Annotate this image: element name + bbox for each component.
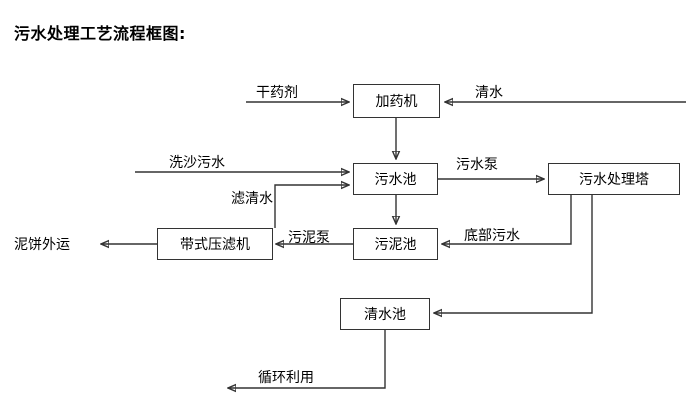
edge-label-sludge-pump: 污泥泵 — [288, 230, 330, 246]
node-label: 污水处理塔 — [579, 172, 649, 188]
node-label: 带式压滤机 — [180, 237, 250, 253]
node-label: 清水池 — [364, 307, 406, 323]
node-label: 污泥池 — [374, 237, 417, 253]
node-label: 污水池 — [374, 172, 417, 188]
edge-label-dry-chemical: 干药剂 — [256, 85, 298, 101]
edge-label-sewage-pump: 污水泵 — [456, 157, 498, 173]
edge-label-recycle-reuse: 循环利用 — [258, 370, 314, 386]
node-dosing-machine[interactable]: 加药机 — [353, 84, 440, 118]
page-title: 污水处理工艺流程框图: — [14, 24, 186, 43]
edge-label-bottom-wastewater: 底部污水 — [464, 228, 520, 244]
node-belt-filter-press[interactable]: 带式压滤机 — [157, 228, 273, 260]
node-wastewater-pool[interactable]: 污水池 — [353, 163, 438, 195]
edge-label-filtered-clear-water: 滤清水 — [231, 191, 273, 207]
node-label: 加药机 — [375, 94, 418, 110]
edge-label-clean-water: 清水 — [475, 85, 503, 101]
node-treatment-tower[interactable]: 污水处理塔 — [548, 163, 680, 195]
terminal-label-mud-cake-out: 泥饼外运 — [14, 237, 70, 253]
node-clear-water-pool[interactable]: 清水池 — [340, 298, 430, 330]
edge-label-sand-washing-wastewater: 洗沙污水 — [169, 155, 225, 171]
node-sludge-pool[interactable]: 污泥池 — [353, 228, 438, 260]
